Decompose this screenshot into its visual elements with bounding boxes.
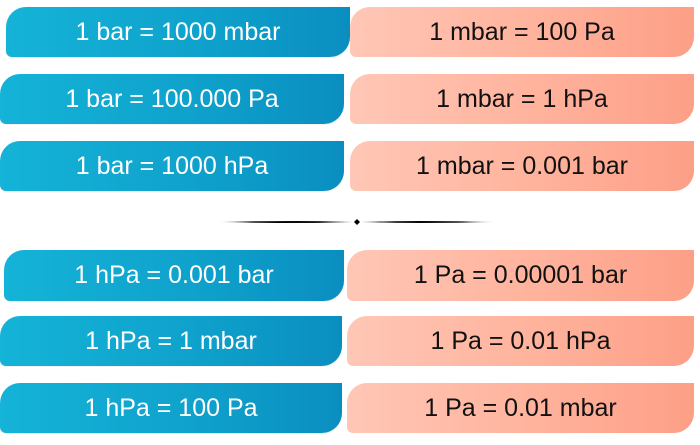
conversion-text: 1 bar = 1000 mbar [75, 17, 281, 46]
conversion-text: 1 mbar = 1 hPa [436, 84, 608, 113]
conversion-hpa-to-pa: 1 hPa = 100 Pa [0, 383, 342, 433]
conversion-text: 1 Pa = 0.00001 bar [413, 261, 628, 289]
conversion-hpa-to-bar: 1 hPa = 0.001 bar [4, 250, 344, 301]
conversion-pa-to-mbar: 1 Pa = 0.01 mbar [347, 383, 694, 433]
section-divider [218, 219, 496, 225]
conversion-pa-to-bar: 1 Pa = 0.00001 bar [347, 250, 694, 301]
conversion-mbar-to-bar: 1 mbar = 0.001 bar [350, 141, 694, 191]
conversion-mbar-to-pa: 1 mbar = 100 Pa [350, 7, 694, 57]
conversion-text: 1 hPa = 0.001 bar [74, 261, 274, 289]
conversion-hpa-to-mbar: 1 hPa = 1 mbar [0, 316, 342, 366]
conversion-pa-to-hpa: 1 Pa = 0.01 hPa [347, 316, 694, 366]
conversion-text: 1 mbar = 0.001 bar [416, 151, 628, 180]
conversion-text: 1 Pa = 0.01 mbar [424, 393, 617, 422]
conversion-bar-to-mbar: 1 bar = 1000 mbar [6, 7, 350, 57]
conversion-mbar-to-hpa: 1 mbar = 1 hPa [350, 74, 694, 124]
conversion-bar-to-pa: 1 bar = 100.000 Pa [0, 74, 344, 124]
conversion-text: 1 Pa = 0.01 hPa [430, 326, 611, 355]
conversion-text: 1 bar = 1000 hPa [75, 151, 269, 180]
conversion-text: 1 hPa = 100 Pa [84, 393, 258, 422]
conversion-bar-to-hpa: 1 bar = 1000 hPa [0, 141, 344, 191]
conversion-text: 1 hPa = 1 mbar [85, 326, 257, 355]
conversion-text: 1 mbar = 100 Pa [429, 17, 615, 46]
conversion-text: 1 bar = 100.000 Pa [65, 84, 279, 113]
